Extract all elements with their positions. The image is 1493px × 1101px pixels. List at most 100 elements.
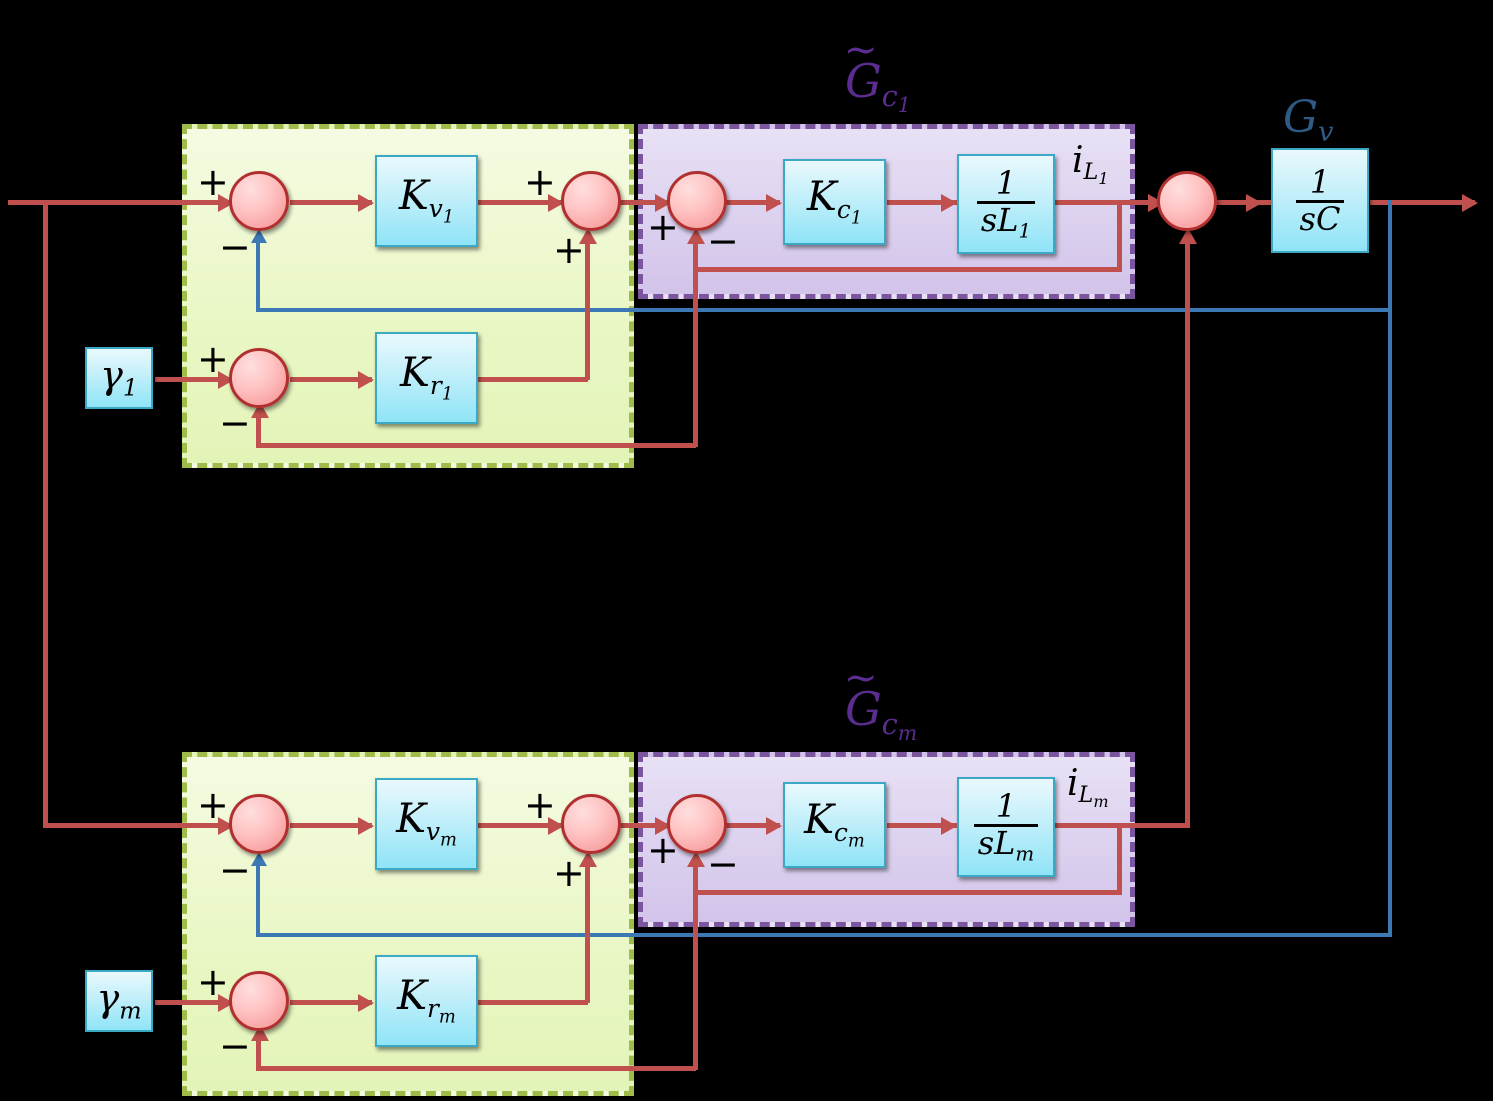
inductor-1-block[interactable]: 1 sL1 xyxy=(957,154,1055,254)
wire-inductorm-output xyxy=(1054,823,1190,828)
inductor-m-numerator: 1 xyxy=(995,786,1017,825)
il1-sub: L xyxy=(1083,159,1099,186)
kv1-sub: v xyxy=(428,193,443,223)
arrowhead-kvm-in xyxy=(358,817,374,835)
arrowhead-kcm-in xyxy=(766,817,782,835)
wire-irm-feedback-up xyxy=(256,1035,261,1069)
arrowhead-krm-in xyxy=(358,994,374,1012)
capacitor-block[interactable]: 1 sC xyxy=(1271,148,1369,253)
wire-summer2-to-summer3 xyxy=(620,200,668,205)
inductor-m-block[interactable]: 1 sLm xyxy=(957,777,1055,877)
arrowhead-inductor1-in xyxy=(941,194,957,212)
summer-share-m[interactable] xyxy=(229,971,289,1031)
wire-ilm-to-mainsummer xyxy=(1185,238,1190,826)
kv1-block[interactable]: Kv1 xyxy=(375,155,478,247)
wire-reference-input-top xyxy=(8,200,223,205)
wire-gammam-to-summerrm xyxy=(155,1000,225,1005)
sign-summer-share-m-minus: − xyxy=(219,1024,251,1068)
summer-current-m[interactable] xyxy=(667,794,727,854)
gamma-1-block[interactable]: γ1 xyxy=(85,347,153,409)
summer-current-1[interactable] xyxy=(667,171,727,231)
summer-share-1[interactable] xyxy=(229,348,289,408)
summer-voltage-1[interactable] xyxy=(229,171,289,231)
gv-base: G xyxy=(1283,92,1319,143)
inductor-1-denominator: sL xyxy=(980,200,1019,239)
gcm-subsub: m xyxy=(897,721,918,746)
sign-summer-current-m-plus: + xyxy=(647,828,679,872)
kc1-base: K xyxy=(806,173,837,220)
gc1-group-label: Gc1 xyxy=(845,58,911,116)
gv-sub: v xyxy=(1318,116,1334,148)
wire-summer3m-to-kcm xyxy=(726,823,780,828)
arrowhead-capacitor-in xyxy=(1246,194,1262,212)
wire-kc1-to-inductor1 xyxy=(887,200,959,205)
wire-vout-feedback-vertical xyxy=(1388,200,1392,937)
wire-kr1-to-summer2-v xyxy=(585,238,590,380)
sign-summer-droop-m-plus-top: + xyxy=(524,783,556,827)
inductor-m-denominator: sL xyxy=(977,823,1016,862)
wire-ilm-feedback-up-to-summer3m xyxy=(693,861,698,893)
arrowhead-summer2-in xyxy=(548,194,564,212)
wire-summer1-to-kv1 xyxy=(290,200,372,205)
sign-summer-current-m-minus: − xyxy=(707,842,739,886)
ilm-base: i xyxy=(1067,763,1079,804)
krm-block[interactable]: Krm xyxy=(375,955,478,1047)
kc1-subsub: 1 xyxy=(850,207,863,229)
summer-voltage-m[interactable] xyxy=(229,794,289,854)
sign-summer-voltage-m-minus: − xyxy=(219,848,251,892)
summer-droop-1[interactable] xyxy=(561,171,621,231)
arrowhead-summer3-feedback xyxy=(687,228,705,244)
gamma-m-base: γ xyxy=(96,975,120,1020)
gamma-m-sub: m xyxy=(119,996,142,1025)
kvm-block[interactable]: Kvm xyxy=(375,778,478,870)
sign-summer-droop-1-plus-bottom: + xyxy=(553,228,585,272)
kc1-block[interactable]: Kc1 xyxy=(783,159,886,245)
arrowhead-summer3m-feedback xyxy=(687,851,705,867)
kr1-block[interactable]: Kr1 xyxy=(375,332,478,424)
gc1-subsub: 1 xyxy=(897,93,911,118)
wire-vout-feedback-up-to-summerm xyxy=(256,863,260,935)
sign-summer-voltage-m-plus: + xyxy=(197,783,229,827)
kvm-subsub: m xyxy=(439,829,457,851)
kvm-base: K xyxy=(396,795,426,842)
gc1-base: G xyxy=(845,54,882,108)
arrowhead-kc1-in xyxy=(766,194,782,212)
arrowhead-summer2-droop xyxy=(579,228,597,244)
gv-group-label: Gv xyxy=(1283,96,1334,146)
wire-ir1-feedback-tap xyxy=(693,267,698,447)
kr1-subsub: 1 xyxy=(441,383,454,405)
kr1-base: K xyxy=(399,349,430,396)
arrowhead-mainsummer-in-bottom xyxy=(1179,228,1197,244)
wire-kr1-to-summer2-h xyxy=(478,377,588,382)
wire-reference-input-bottom xyxy=(43,823,223,828)
kv1-subsub: 1 xyxy=(442,206,455,228)
wire-gamma1-to-summerr1 xyxy=(155,377,225,382)
summer-droop-m[interactable] xyxy=(561,794,621,854)
inductor-1-numerator: 1 xyxy=(995,163,1017,202)
wire-irm-feedback-h xyxy=(256,1066,696,1071)
wire-ilm-feedback-down xyxy=(1117,823,1122,895)
arrowhead-summer1-feedback xyxy=(251,229,267,243)
krm-sub: r xyxy=(427,993,439,1023)
wire-irm-feedback-tap xyxy=(693,890,698,1070)
sign-summer-share-m-plus: + xyxy=(197,960,229,1004)
kvm-sub: v xyxy=(425,816,440,846)
kc1-sub: c xyxy=(836,194,851,224)
capacitor-numerator: 1 xyxy=(1309,163,1331,201)
kcm-base: K xyxy=(804,796,835,843)
inductor-1-den-sub: 1 xyxy=(1018,219,1032,243)
arrowhead-summer2m-in xyxy=(548,817,564,835)
wire-il1-feedback-left xyxy=(693,267,1122,272)
sign-summer-voltage-1-minus: − xyxy=(219,225,251,269)
ilm-sub: L xyxy=(1078,782,1094,809)
il1-base: i xyxy=(1072,140,1084,181)
sign-summer-share-1-plus: + xyxy=(197,337,229,381)
wire-ir1-feedback-up xyxy=(256,412,261,446)
kcm-block[interactable]: Kcm xyxy=(783,782,886,868)
arrowhead-inductorm-in xyxy=(941,817,957,835)
sign-summer-current-1-plus: + xyxy=(647,205,679,249)
gamma-m-block[interactable]: γm xyxy=(85,970,153,1032)
wire-summer3-to-kc1 xyxy=(726,200,780,205)
summer-node-main[interactable] xyxy=(1157,171,1217,231)
